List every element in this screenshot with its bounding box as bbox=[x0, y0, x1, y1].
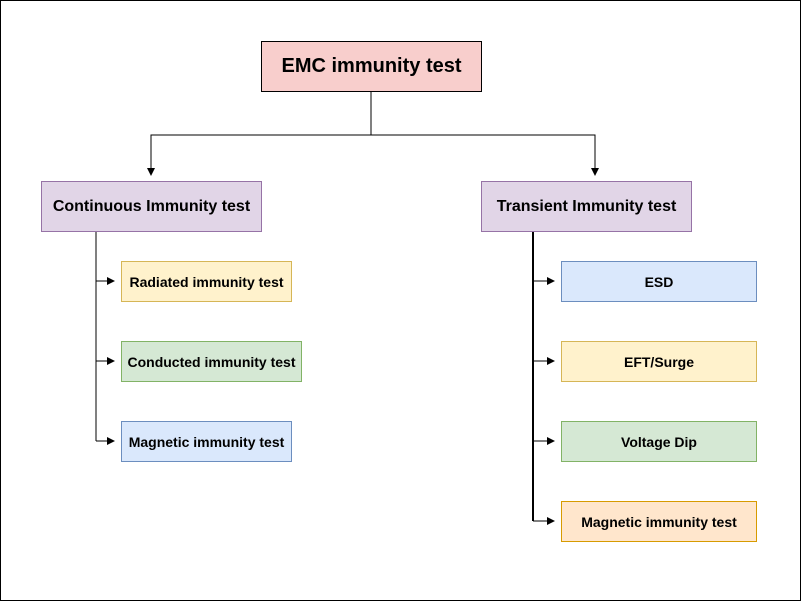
leaf-node-label: Magnetic immunity test bbox=[128, 433, 285, 450]
leaf-node-label: EFT/Surge bbox=[623, 353, 694, 370]
leaf-node-magnetic-transient: Magnetic immunity test bbox=[561, 501, 757, 542]
leaf-node-label: Voltage Dip bbox=[621, 433, 697, 450]
leaf-node-eft-surge: EFT/Surge bbox=[561, 341, 757, 382]
leaf-node-radiated: Radiated immunity test bbox=[121, 261, 292, 302]
connector-root-to-transient bbox=[371, 134, 599, 176]
root-node-label: EMC immunity test bbox=[281, 55, 462, 77]
branch-node-transient: Transient Immunity test bbox=[481, 181, 692, 232]
leaf-node-label: Magnetic immunity test bbox=[581, 513, 737, 530]
leaf-node-label: Radiated immunity test bbox=[129, 273, 284, 290]
root-node: EMC immunity test bbox=[261, 41, 482, 92]
leaf-node-label: ESD bbox=[644, 273, 674, 290]
branch-node-continuous: Continuous Immunity test bbox=[41, 181, 262, 232]
leaf-node-voltage-dip: Voltage Dip bbox=[561, 421, 757, 462]
leaf-node-magnetic-continuous: Magnetic immunity test bbox=[121, 421, 292, 462]
branch-node-label: Transient Immunity test bbox=[496, 197, 677, 215]
leaf-node-label: Conducted immunity test bbox=[127, 353, 296, 370]
leaf-node-esd: ESD bbox=[561, 261, 757, 302]
branch-node-label: Continuous Immunity test bbox=[52, 197, 251, 215]
connector-root-to-continuous bbox=[147, 91, 372, 176]
leaf-node-conducted: Conducted immunity test bbox=[121, 341, 302, 382]
